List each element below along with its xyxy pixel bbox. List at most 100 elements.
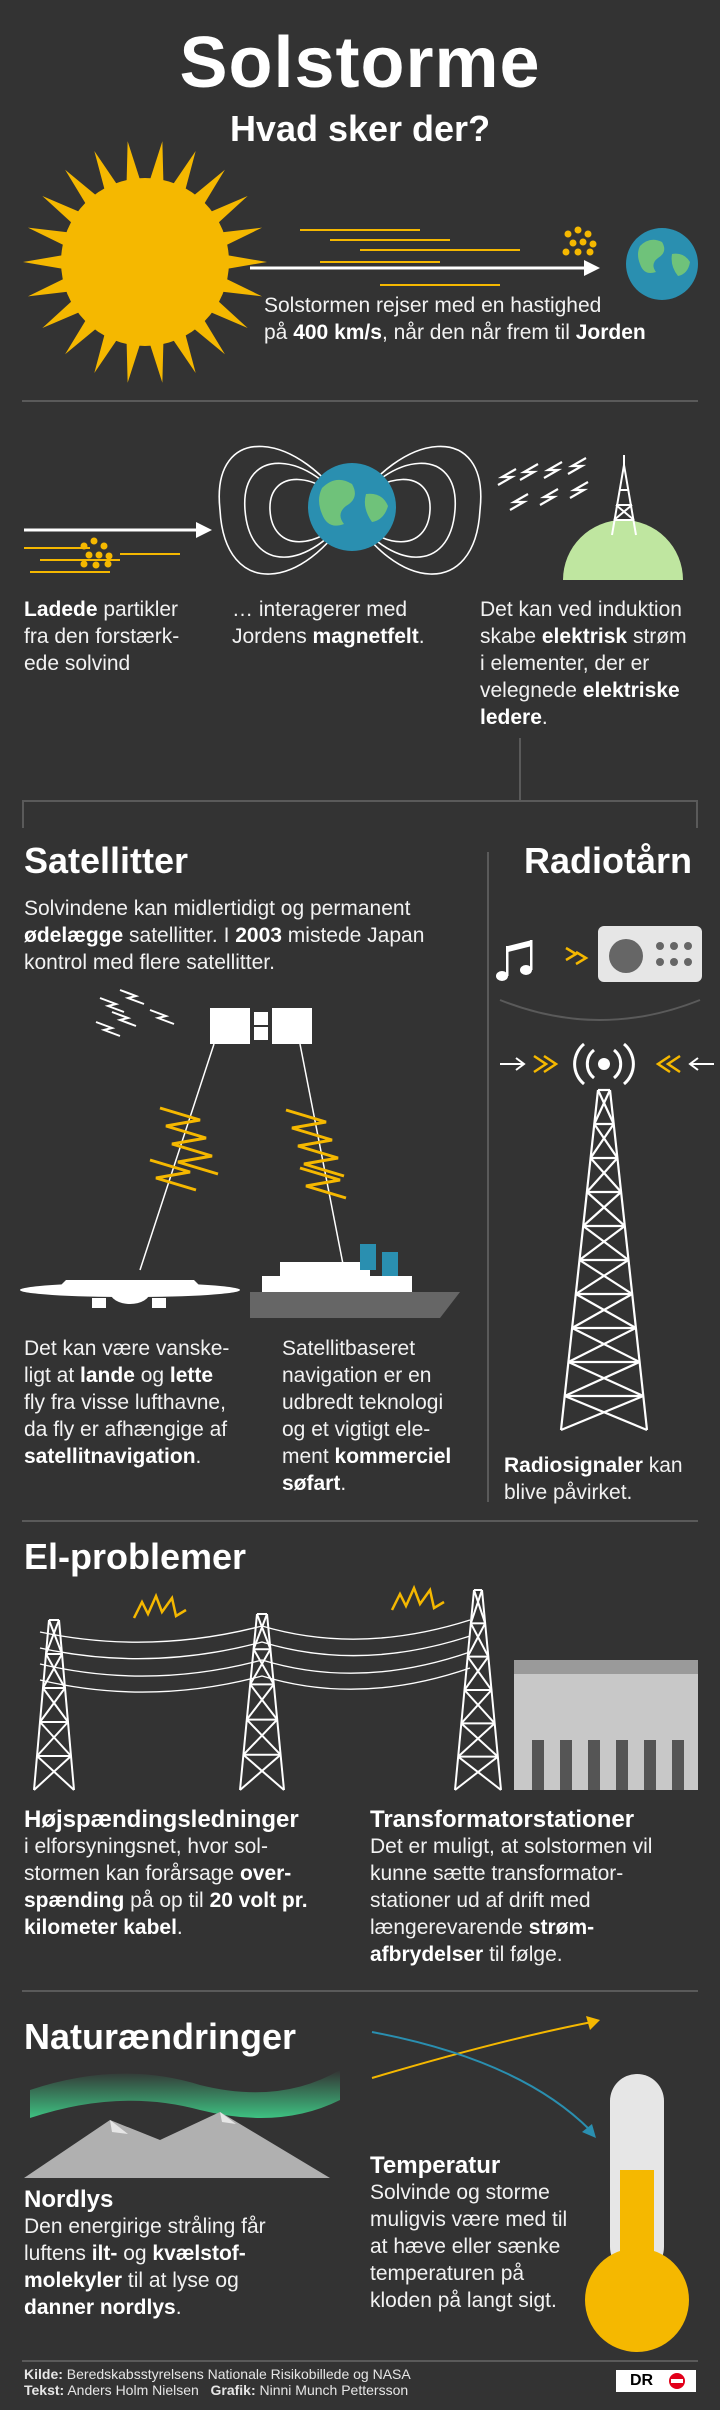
lattice-strut [239, 1754, 282, 1791]
el-text-line: Det er muligt, at solstormen vil [370, 1835, 653, 1858]
branch-line [22, 800, 698, 802]
ship-text-line: Satellitbaseret [282, 1337, 416, 1360]
magnetfield-label: magnetfelt [312, 625, 419, 648]
lattice-strut [582, 1225, 630, 1261]
lattice-strut [45, 1619, 60, 1655]
oxygen-label: ilt- [91, 2242, 118, 2265]
satellite-text-line: kontrol med flere satellitter. [24, 951, 275, 974]
lattice-strut [33, 1755, 72, 1791]
source-label: Kilde: [24, 2366, 63, 2382]
intro-text-segment: på [264, 321, 294, 344]
sun-ray [219, 227, 263, 247]
step-text: Jordens [232, 625, 313, 648]
divider [22, 1990, 698, 1992]
lattice-strut [469, 1622, 490, 1658]
lattice-strut [586, 1191, 626, 1227]
lattice-strut [242, 1754, 285, 1791]
section-heading-el-problemer: El-problemer [24, 1536, 247, 1577]
takeoff-label: lette [169, 1364, 214, 1387]
satellitter-text: Solvindene kan midlertidigt og permanent… [24, 895, 494, 976]
nordlys-text-line: . [175, 2296, 182, 2319]
overvoltage-label: spænding [24, 1889, 125, 1912]
lattice-strut [42, 1687, 69, 1723]
sun-ray [171, 151, 196, 193]
plane-text: Det kan være vanske- ligt at lande og le… [24, 1335, 264, 1470]
lattice-strut [252, 1648, 275, 1685]
section-heading-naturaendringer: Naturændringer [24, 2016, 297, 2057]
connector-line [696, 800, 698, 828]
lattice-strut [589, 1157, 622, 1193]
ship-text-line: ment [282, 1445, 335, 1468]
step-3-text: Det kan ved induktion skabe elektrisk st… [480, 596, 720, 731]
nordlys-heading: Nordlys [24, 2186, 114, 2213]
divider [22, 400, 698, 402]
lattice-strut [564, 1394, 648, 1432]
sun-ray [42, 299, 82, 328]
sun-ray [126, 339, 141, 383]
lattice-strut [578, 1259, 633, 1295]
sun-ray [27, 227, 71, 247]
plane-text-line: . [195, 1445, 202, 1468]
temp-text-line: Solvinde og storme [370, 2181, 550, 2204]
plane-text-line: og [134, 1364, 170, 1387]
lattice-strut [45, 1653, 66, 1689]
satnav-label: satellitnavigation [24, 1445, 196, 1468]
el-left-text: Højspændingsledninger i elforsyningsnet,… [24, 1806, 364, 1941]
temp-text-line: temperaturen på [370, 2262, 525, 2285]
earth-label: Jorden [575, 321, 646, 344]
lattice-strut [239, 1613, 258, 1791]
credits: Kilde: Beredskabsstyrelsens Nationale Ri… [24, 2366, 584, 2398]
radio-text-line: blive påvirket. [504, 1481, 633, 1504]
lattice-strut [252, 1613, 268, 1650]
lattice-strut [578, 1225, 626, 1261]
lattice-strut [469, 1589, 483, 1624]
plane-text-line: Det kan være vanske- [24, 1337, 230, 1360]
step-text: . [418, 625, 425, 648]
conductor-label: elektriske [582, 679, 680, 702]
step-text: fra den forstærk- [24, 625, 180, 648]
sun-ray [149, 339, 164, 383]
temp-text-line: kloden på langt sigt. [370, 2289, 557, 2312]
outage-label: strøm- [528, 1916, 595, 1939]
connector-line [22, 800, 24, 828]
lattice-strut [454, 1589, 475, 1791]
step-text: Det kan ved induktion [480, 598, 682, 621]
step-text: ede solvind [24, 652, 131, 675]
intro-line-2: på 400 km/s, når den når frem til Jorden [264, 319, 704, 346]
sun-ray [65, 169, 99, 207]
lattice-strut [466, 1622, 487, 1658]
lattice-strut [460, 1722, 499, 1758]
lattice-strut [593, 1123, 619, 1159]
sun-ray [191, 317, 225, 355]
lattice-strut [249, 1683, 278, 1721]
land-label: lande [80, 1364, 135, 1387]
hv-lines-heading: Højspændingsledninger [24, 1806, 299, 1833]
conductor-label: ledere [480, 706, 542, 729]
lattice-strut [567, 1360, 644, 1398]
lattice-strut [571, 1327, 641, 1363]
commercial-label: kommerciel [334, 1445, 452, 1468]
lattice-strut [33, 1619, 50, 1791]
step-text: velegnede [480, 679, 583, 702]
lattice-strut [39, 1687, 66, 1723]
step-text: partikler [97, 598, 179, 621]
text-label: Tekst: [24, 2382, 65, 2398]
step-text: strøm [627, 625, 687, 648]
temp-text-line: muligvis være med til [370, 2208, 568, 2231]
electric-label: elektrisk [541, 625, 628, 648]
voltage-unit: kilometer kabel [24, 1916, 177, 1939]
temp-text-line: at hæve eller sænke [370, 2235, 561, 2258]
ship-text: Satellitbaseret navigation er en udbredt… [282, 1335, 482, 1497]
lattice-strut [575, 1259, 630, 1295]
lattice-strut [559, 1089, 600, 1431]
overvoltage-label: over- [239, 1862, 292, 1885]
nordlys-text-line: og [117, 2242, 153, 2265]
el-text-line: i elforsyningsnet, hvor sol- [24, 1835, 268, 1858]
plane-text-line: ligt at [24, 1364, 81, 1387]
lattice-strut [463, 1689, 496, 1725]
lattice-strut [457, 1722, 496, 1758]
ship-text-line: udbredt teknologi [282, 1391, 444, 1414]
sun-ray [191, 169, 225, 207]
lattice-strut [242, 1718, 278, 1756]
satellite-text-line: mistede Japan [281, 924, 425, 947]
